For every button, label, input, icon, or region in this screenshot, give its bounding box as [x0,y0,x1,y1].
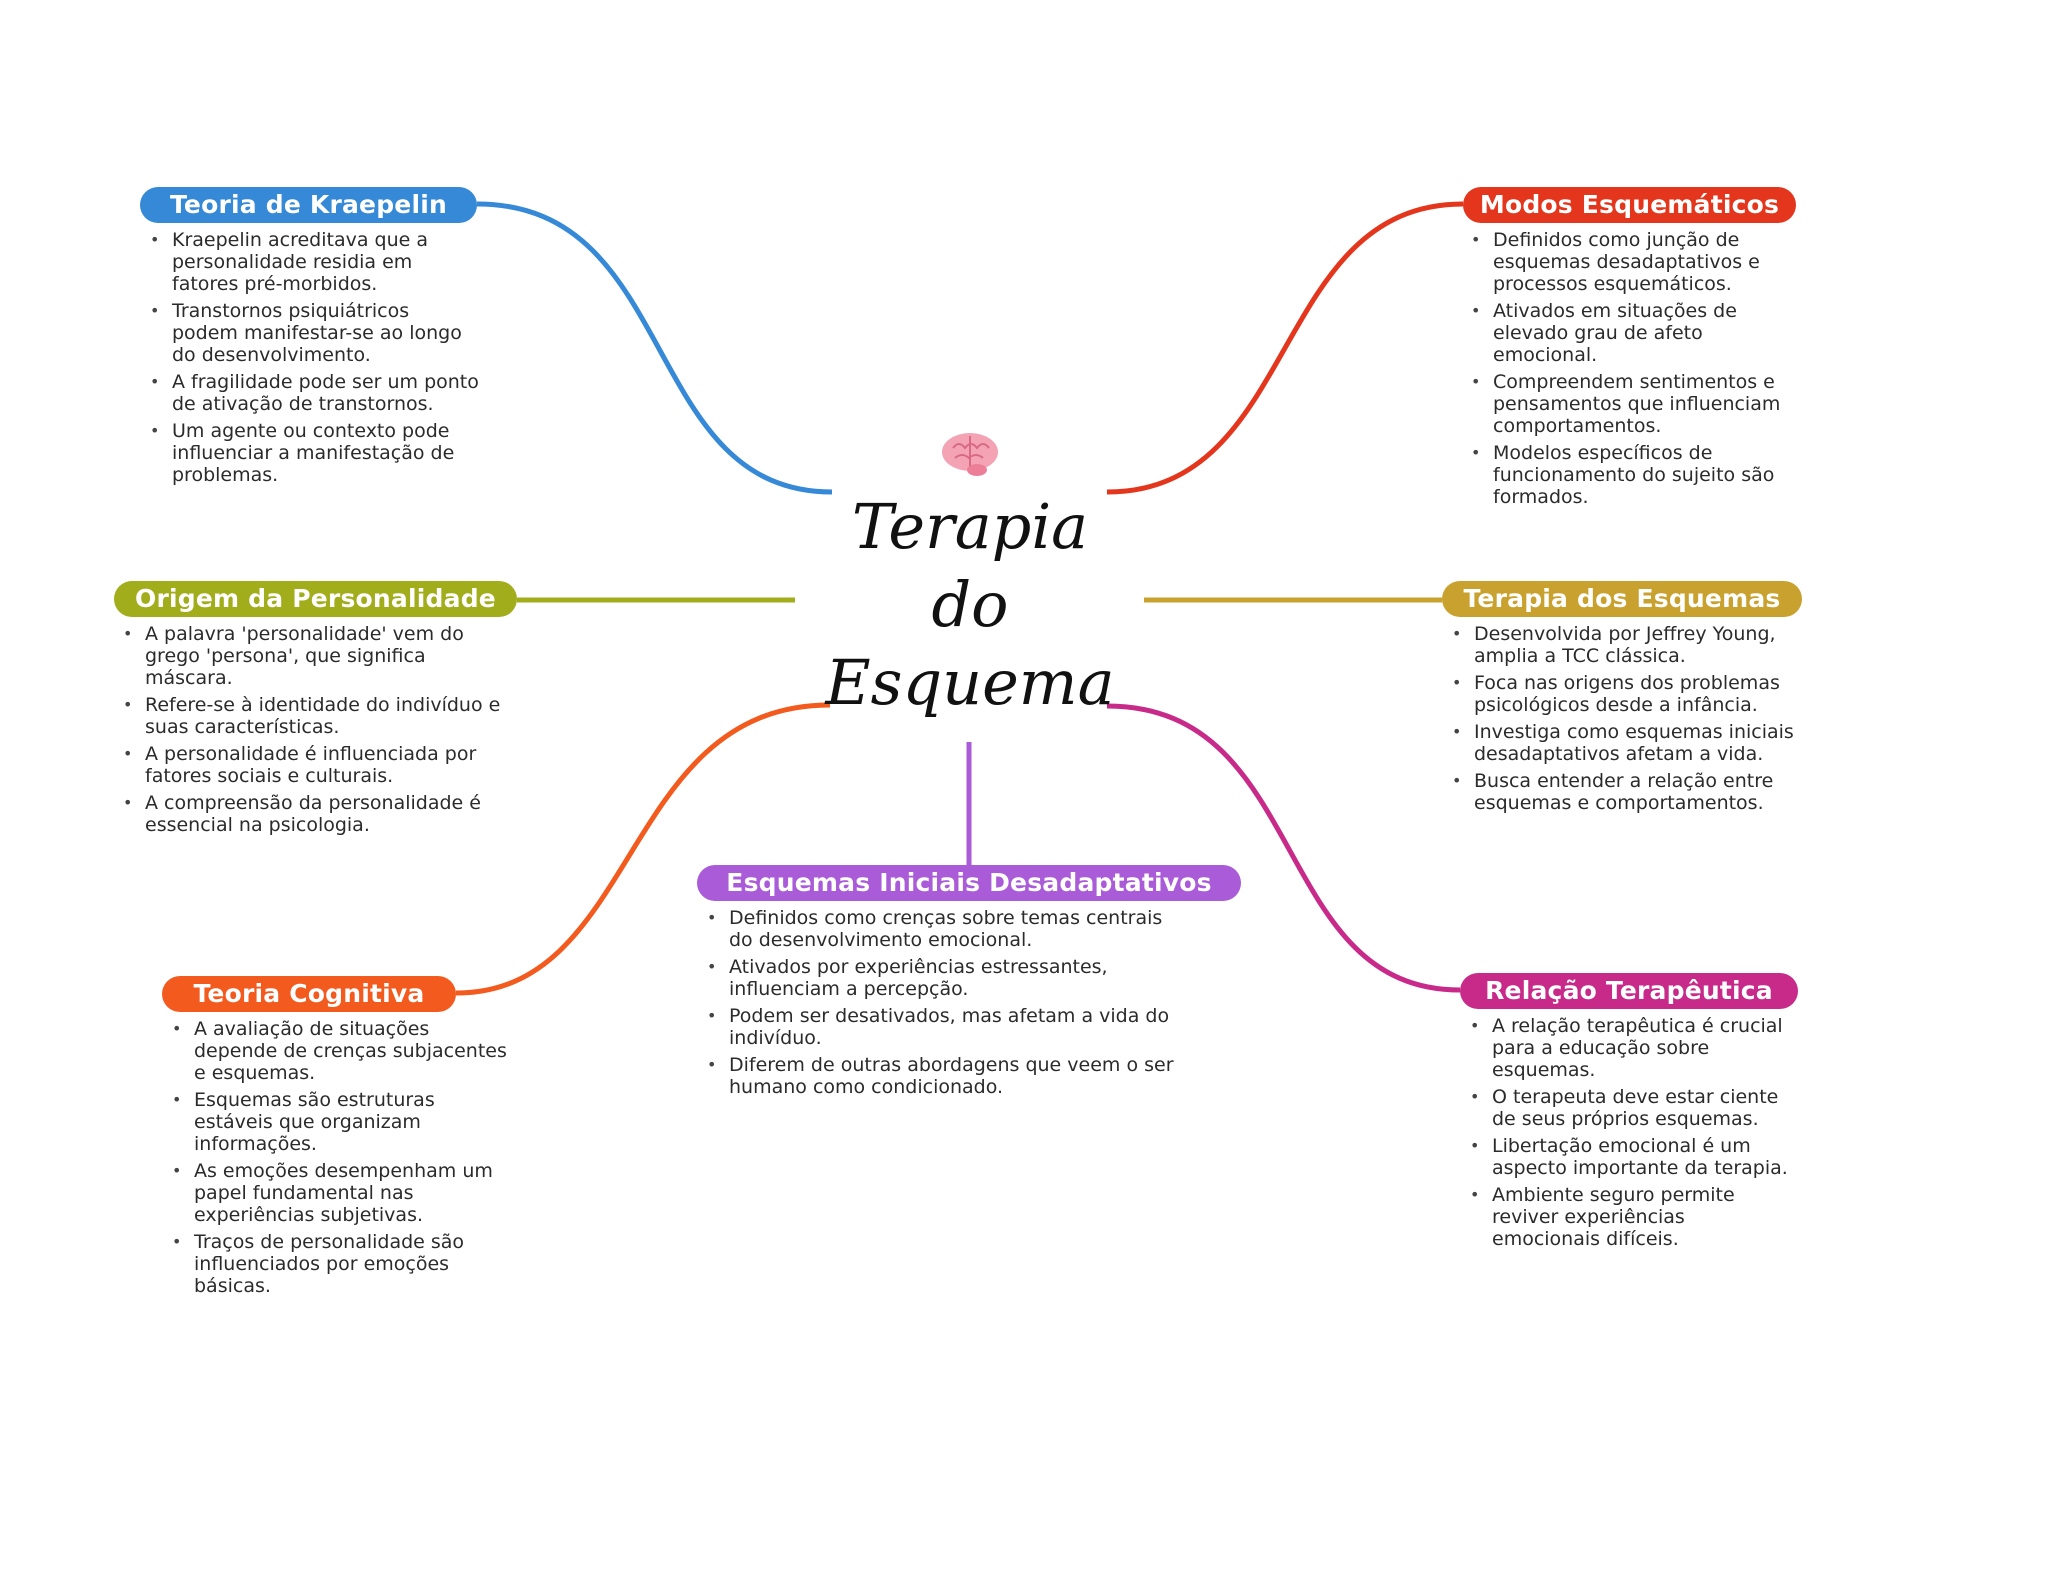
branch-point: Compreendem sentimentos e pensamentos qu… [1469,371,1803,437]
branch-point: O terapeuta deve estar ciente de seus pr… [1468,1086,1798,1130]
central-topic[interactable]: Terapia do Esquema [820,430,1120,722]
branch-esquemas-iniciais-desadaptativos[interactable]: Esquemas Iniciais Desadaptativos Definid… [697,865,1241,1103]
branch-points: A palavra 'personalidade' vem do grego '… [114,623,511,836]
branch-points: A relação terapêutica é crucial para a e… [1460,1015,1798,1250]
branch-point: A compreensão da personalidade é essenci… [121,792,511,836]
branch-point: Kraepelin acreditava que a personalidade… [148,229,480,295]
branch-point: Refere-se à identidade do indivíduo e su… [121,694,511,738]
branch-point: A palavra 'personalidade' vem do grego '… [121,623,511,689]
central-title-line: do [931,568,1009,641]
branch-point: A fragilidade pode ser um ponto de ativa… [148,371,480,415]
branch-point: A personalidade é influenciada por fator… [121,743,511,787]
branch-points: Desenvolvida por Jeffrey Young, amplia a… [1442,623,1795,814]
branch-point: Um agente ou contexto pode influenciar a… [148,420,480,486]
branch-title[interactable]: Relação Terapêutica [1460,973,1798,1009]
branch-point: Esquemas são estruturas estáveis que org… [170,1089,510,1155]
branch-points: A avaliação de situações depende de cren… [162,1018,510,1297]
branch-point: Definidos como junção de esquemas desada… [1469,229,1803,295]
branch-point: Definidos como crenças sobre temas centr… [705,907,1175,951]
connector-modos-esquematicos [1106,201,1464,495]
brain-icon [942,433,998,476]
branch-point: Diferem de outras abordagens que veem o … [705,1054,1175,1098]
branch-point: A avaliação de situações depende de cren… [170,1018,510,1084]
branch-point: Ambiente seguro permite reviver experiên… [1468,1184,1798,1250]
branch-teoria-cognitiva[interactable]: Teoria Cognitiva A avaliação de situaçõe… [162,976,512,1302]
branch-point: Traços de personalidade são influenciado… [170,1231,510,1297]
branch-modos-esquematicos[interactable]: Modos Esquemáticos Definidos como junção… [1463,187,1803,513]
branch-point: Investiga como esquemas iniciais desadap… [1450,721,1795,765]
branch-relacao-terapeutica[interactable]: Relação Terapêutica A relação terapêutic… [1460,973,1800,1255]
branch-title[interactable]: Esquemas Iniciais Desadaptativos [697,865,1241,901]
branch-terapia-dos-esquemas[interactable]: Terapia dos Esquemas Desenvolvida por Je… [1442,581,1802,819]
branch-title[interactable]: Teoria Cognitiva [162,976,456,1012]
branch-point: Transtornos psiquiátricos podem manifest… [148,300,480,366]
connector-teoria-cognitiva [455,702,831,996]
branch-title[interactable]: Modos Esquemáticos [1463,187,1796,223]
branch-points: Definidos como junção de esquemas desada… [1463,229,1803,508]
branch-point: Modelos específicos de funcionamento do … [1469,442,1803,508]
connector-relacao-terapeutica [1106,703,1461,993]
branch-point: Ativados em situações de elevado grau de… [1469,300,1803,366]
connector-teoria-de-kraepelin [476,201,833,495]
branch-point: As emoções desempenham um papel fundamen… [170,1160,510,1226]
branch-point: Desenvolvida por Jeffrey Young, amplia a… [1450,623,1795,667]
branch-point: Ativados por experiências estressantes, … [705,956,1175,1000]
branch-title[interactable]: Terapia dos Esquemas [1442,581,1802,617]
branch-point: Libertação emocional é um aspecto import… [1468,1135,1798,1179]
central-title-line: Terapia [851,490,1089,563]
branch-title[interactable]: Teoria de Kraepelin [140,187,477,223]
central-title-line: Esquema [825,646,1115,719]
branch-point: Foca nas origens dos problemas psicológi… [1450,672,1795,716]
branch-teoria-de-kraepelin[interactable]: Teoria de Kraepelin Kraepelin acreditava… [140,187,480,491]
branch-points: Kraepelin acreditava que a personalidade… [140,229,480,486]
branch-origem-da-personalidade[interactable]: Origem da Personalidade A palavra 'perso… [114,581,517,841]
branch-title[interactable]: Origem da Personalidade [114,581,517,617]
branch-points: Definidos como crenças sobre temas centr… [697,907,1175,1098]
branch-point: Busca entender a relação entre esquemas … [1450,770,1795,814]
branch-point: A relação terapêutica é crucial para a e… [1468,1015,1798,1081]
branch-point: Podem ser desativados, mas afetam a vida… [705,1005,1175,1049]
